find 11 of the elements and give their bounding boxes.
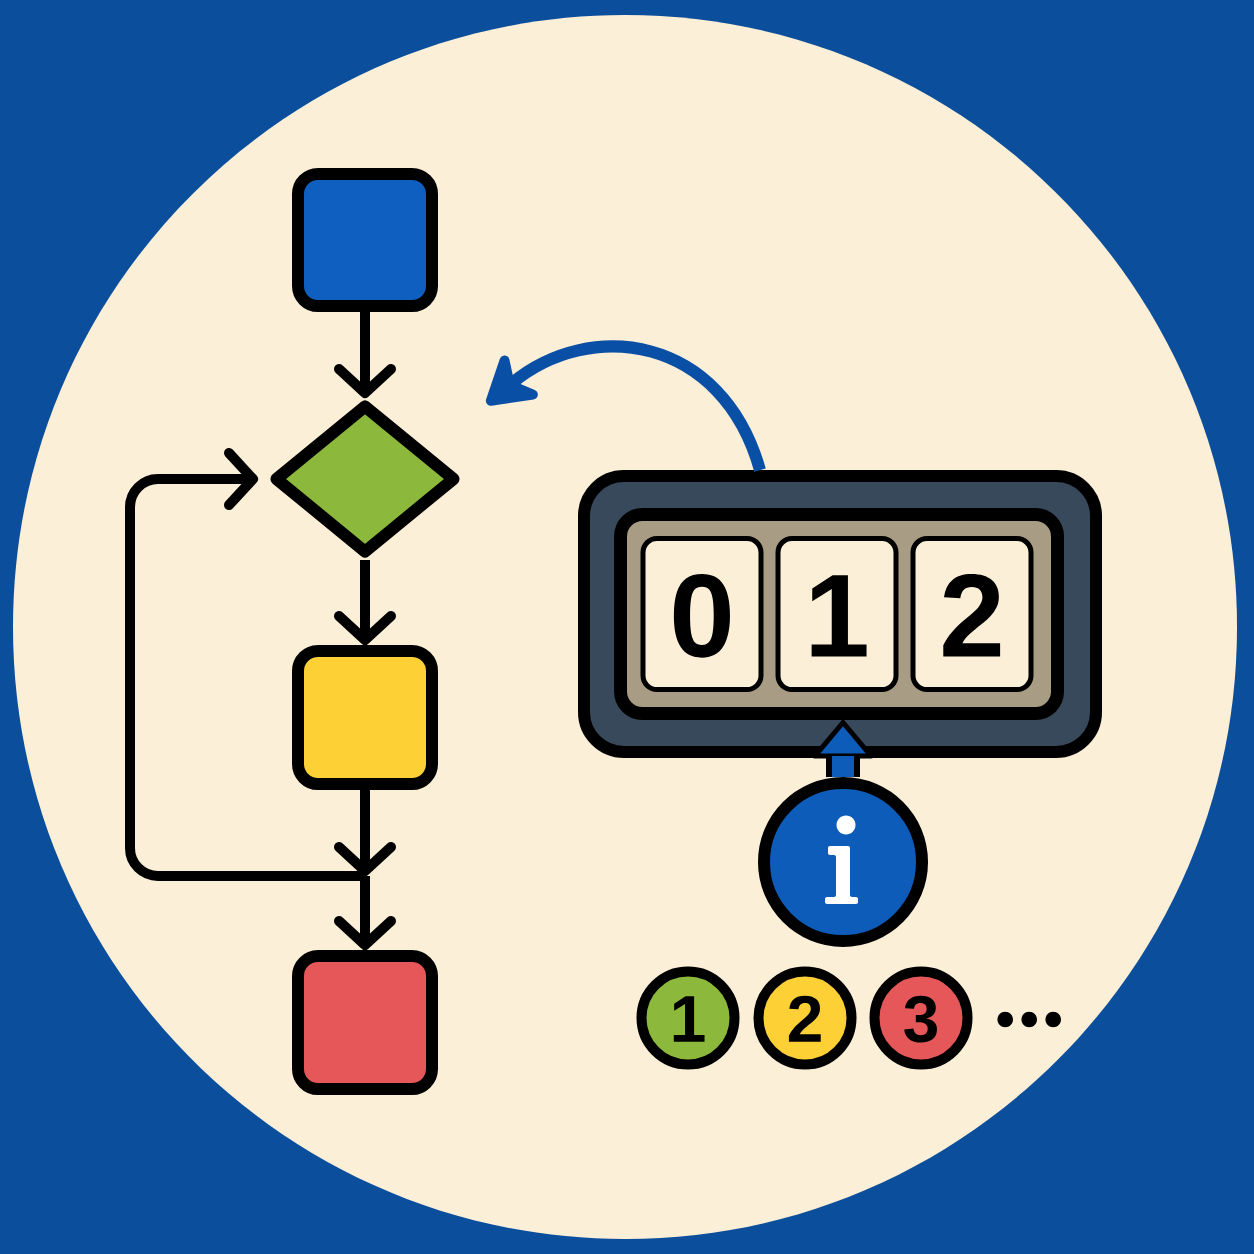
loop-arrow: [125, 448, 365, 881]
digit-tile: 2: [910, 536, 1034, 692]
digit-tile: 1: [775, 536, 899, 692]
block-arrow: [812, 720, 874, 777]
process-box: [292, 168, 438, 312]
decision-diamond: [270, 400, 460, 558]
digit-tile: 0: [640, 536, 764, 692]
ellipsis: ...: [997, 1011, 1061, 1028]
process-box: [292, 950, 438, 1095]
curved-arrow: [485, 340, 766, 473]
process-box: [292, 645, 438, 790]
